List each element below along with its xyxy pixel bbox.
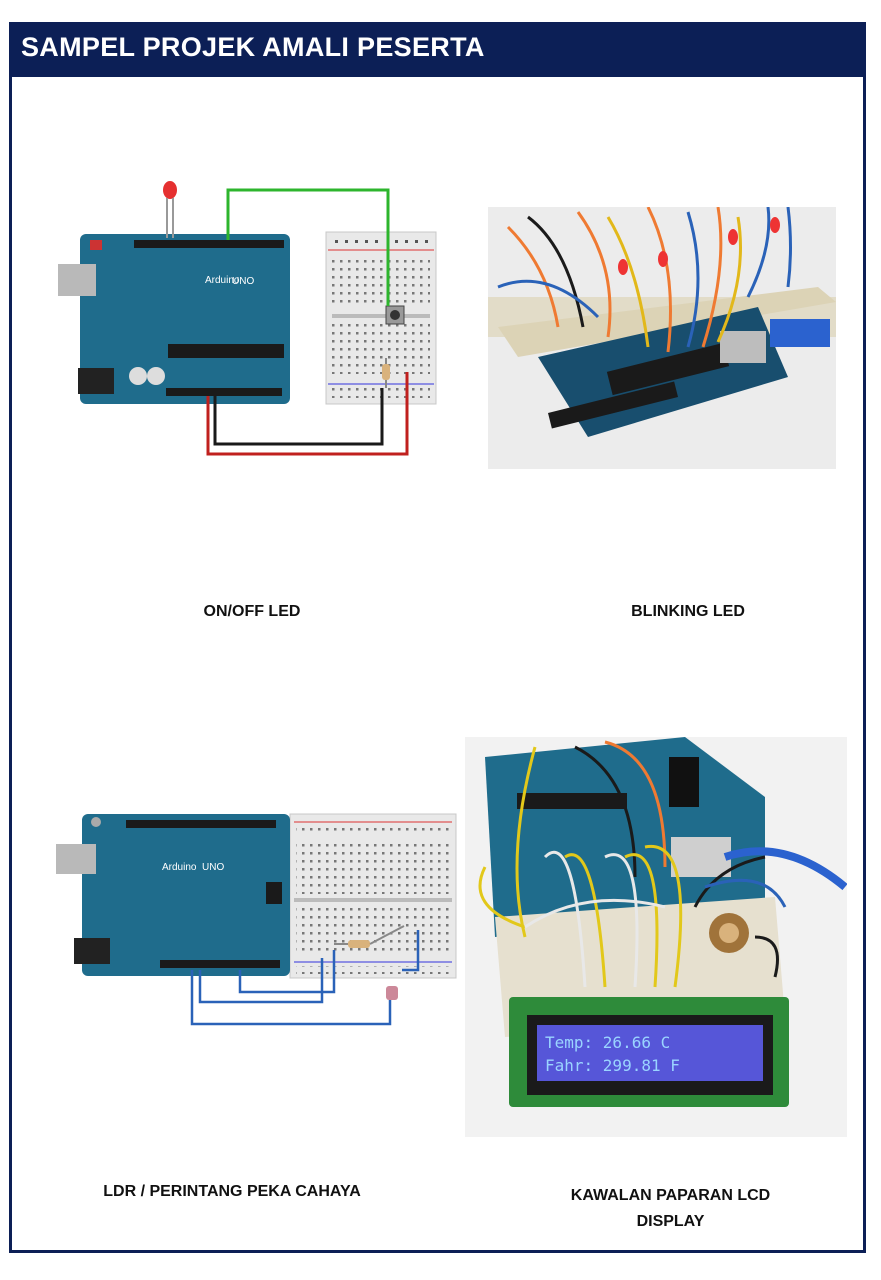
board-model-label-2: UNO bbox=[202, 862, 224, 873]
blinking-led-photo bbox=[488, 207, 836, 469]
ldr-diagram: Arduino UNO bbox=[52, 810, 462, 1030]
board-brand-label: Arduino bbox=[205, 275, 240, 286]
caption-lcd-display: KAWALAN PAPARAN LCD DISPLAY bbox=[543, 1183, 798, 1235]
lcd-line-1: Temp: 26.66 C bbox=[545, 1033, 670, 1052]
header-bar bbox=[9, 22, 866, 77]
page-title: SAMPEL PROJEK AMALI PESERTA bbox=[21, 32, 485, 62]
board-brand-label-2: Arduino bbox=[162, 862, 197, 873]
lcd-display-photo: Temp: 26.66 C Fahr: 299.81 F bbox=[465, 737, 847, 1137]
caption-lcd-line1: KAWALAN PAPARAN LCD bbox=[570, 1187, 771, 1204]
caption-ldr: LDR / PERINTANG PEKA CAHAYA bbox=[103, 1183, 361, 1200]
caption-onoff-led: ON/OFF LED bbox=[203, 603, 301, 620]
lcd-line-2: Fahr: 299.81 F bbox=[545, 1056, 680, 1075]
caption-lcd-line2: DISPLAY bbox=[636, 1213, 705, 1230]
onoff-led-diagram: Arduino UNO bbox=[50, 178, 450, 478]
caption-blinking-led: BLINKING LED bbox=[631, 603, 745, 620]
board-model-label: UNO bbox=[232, 276, 254, 287]
